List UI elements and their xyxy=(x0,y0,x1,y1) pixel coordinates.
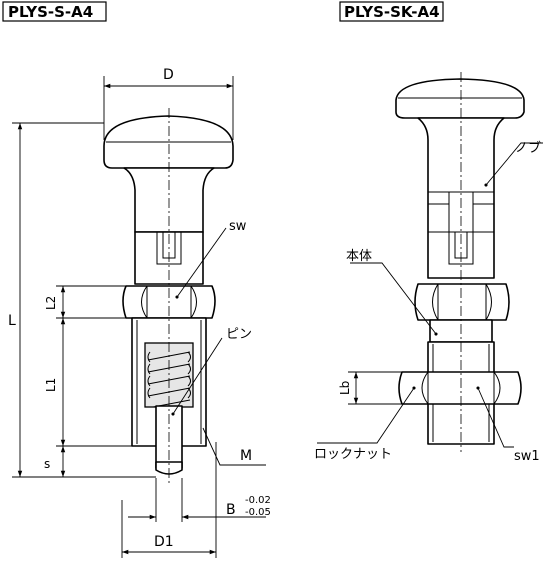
dim-B-tol-lower: -0.05 xyxy=(245,507,271,518)
dim-D: D xyxy=(163,67,174,83)
dim-B: B xyxy=(226,502,236,518)
label-sw: sw xyxy=(229,219,247,234)
label-body: 本体 xyxy=(346,249,372,264)
right-lock-nut xyxy=(398,371,522,405)
dim-L: L xyxy=(8,313,16,329)
label-M: M xyxy=(240,448,252,464)
left-plunger xyxy=(103,108,234,484)
label-knob: ノブ xyxy=(515,140,541,156)
dim-L2: L2 xyxy=(44,296,58,310)
dim-s: s xyxy=(44,457,50,471)
label-pin: ピン xyxy=(226,327,252,342)
dim-B-tol-upper: -0.02 xyxy=(245,495,271,506)
label-locknut: ロックナット xyxy=(314,447,392,462)
left-dimensions: D L L2 L1 s B -0.02 -0.05 D1 sw xyxy=(8,67,271,558)
title-right: PLYS-SK-A4 xyxy=(339,1,444,22)
svg-text:PLYS-SK-A4: PLYS-SK-A4 xyxy=(344,3,440,21)
right-plunger xyxy=(395,72,525,452)
right-hex-nut xyxy=(414,283,510,321)
label-sw1: sw1 xyxy=(514,449,540,464)
right-dimensions: Lb ノブ 本体 ロックナット sw1 xyxy=(314,140,543,464)
title-left: PLYS-S-A4 xyxy=(2,1,107,22)
dim-D1: D1 xyxy=(154,534,174,550)
dim-Lb: Lb xyxy=(338,381,352,395)
dim-L1: L1 xyxy=(44,378,58,392)
svg-text:PLYS-S-A4: PLYS-S-A4 xyxy=(8,3,93,21)
